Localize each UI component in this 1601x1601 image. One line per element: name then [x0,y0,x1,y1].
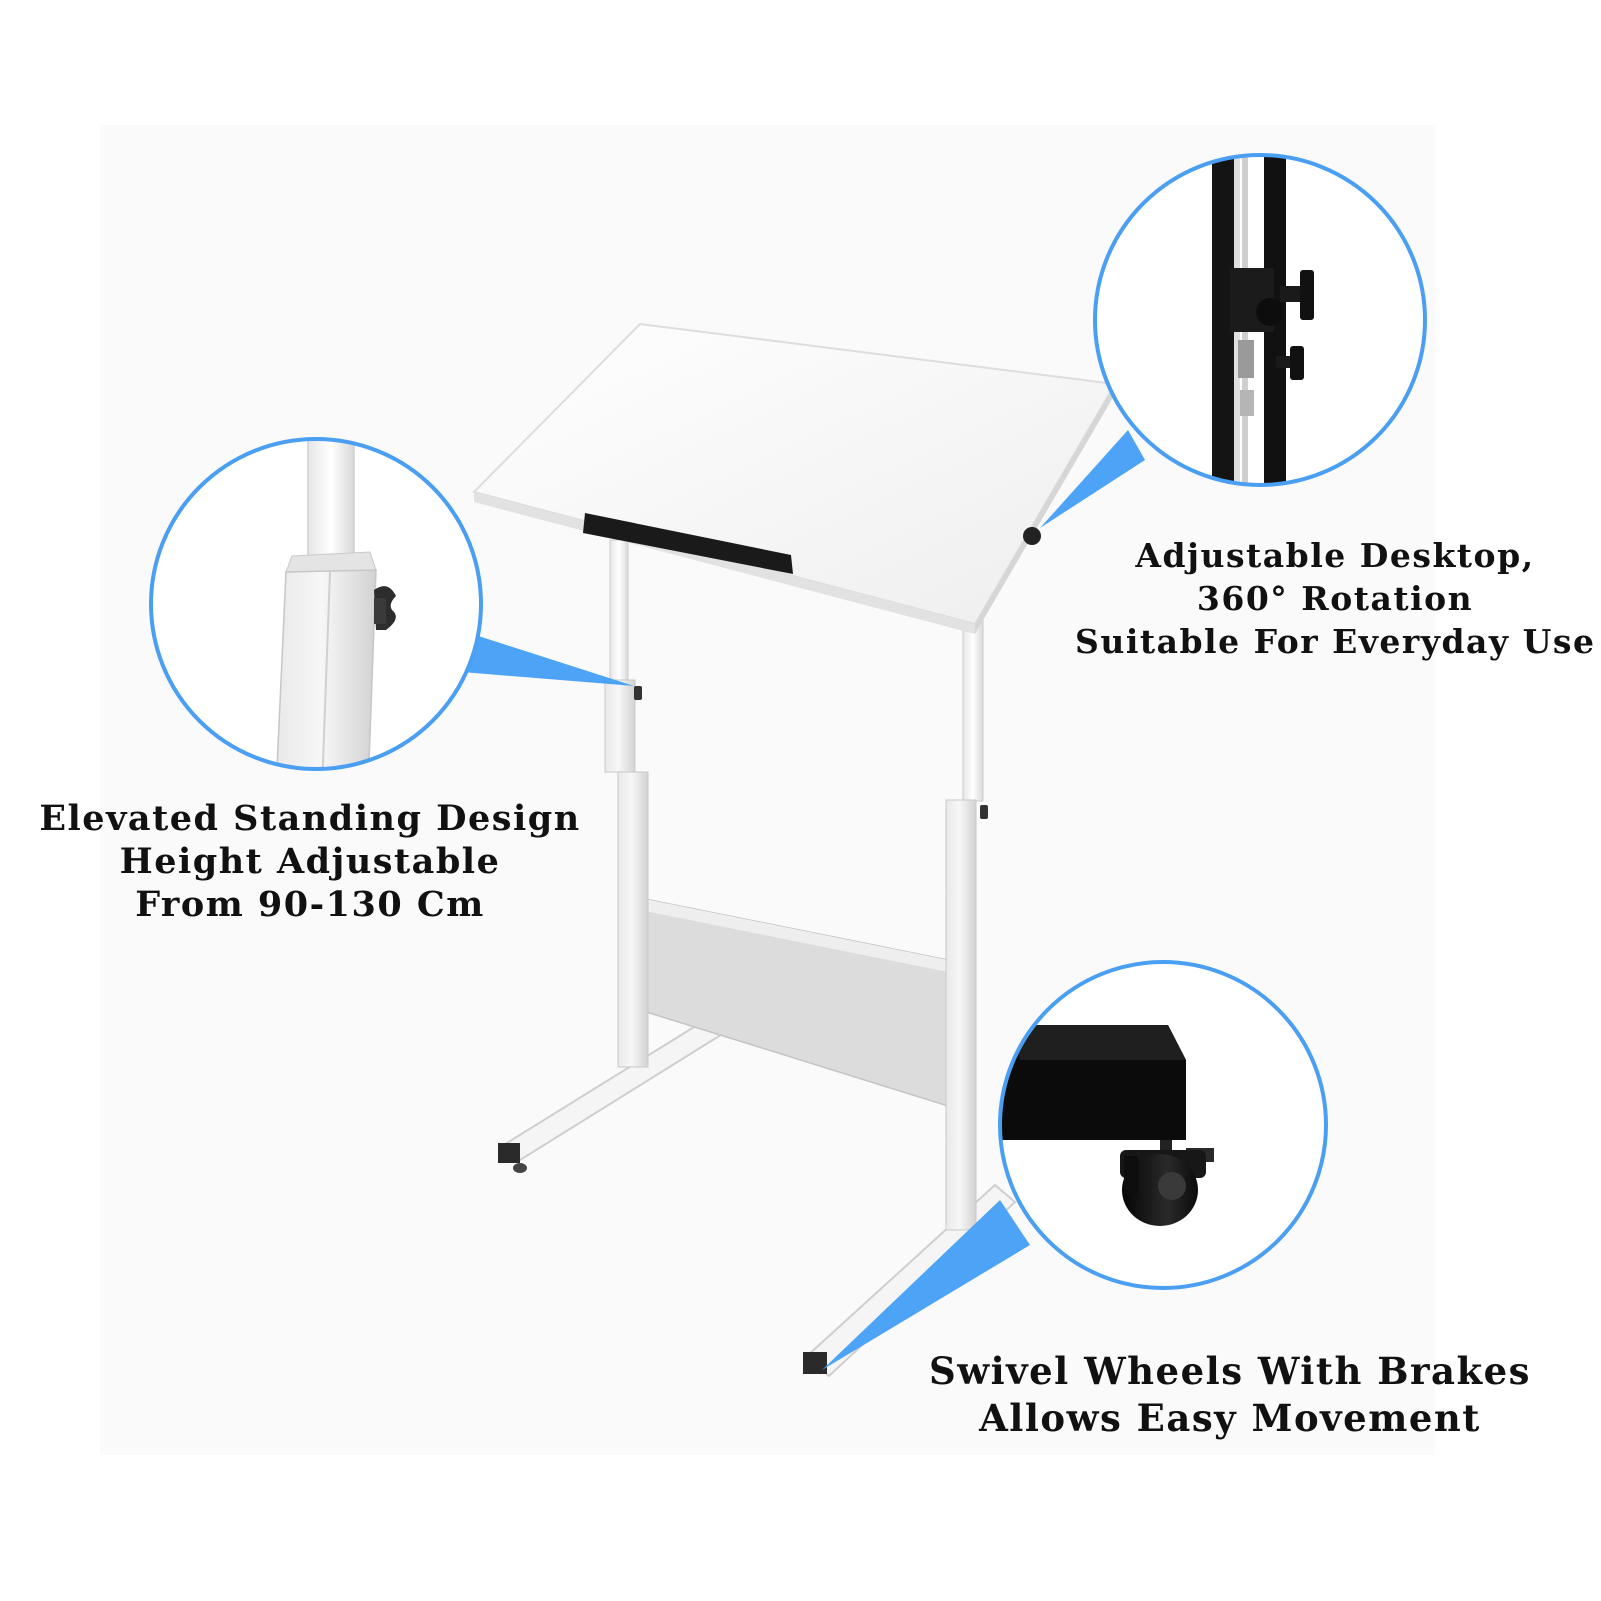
wheels-callout-pointer [822,1200,1030,1370]
right-height-knob-icon [980,805,988,819]
desktop-feature-caption: Adjustable Desktop, 360° Rotation Suitab… [1075,534,1595,663]
tilt-knob-icon [1023,527,1041,545]
wheels-caption-line-1: Swivel Wheels With Brakes [929,1349,1531,1393]
left-sleeve-upper [604,679,636,773]
height-callout-ring [149,437,483,771]
wheels-feature-caption: Swivel Wheels With Brakes Allows Easy Mo… [920,1348,1540,1442]
callout-desktop [1093,153,1427,487]
desktop-caption-line-3: Suitable For Everyday Use [1075,622,1596,661]
desktop-caption-line-2: 360° Rotation [1196,579,1474,618]
desktop-callout-pointer [1040,430,1145,528]
left-height-knob-icon [634,686,642,700]
height-feature-caption: Elevated Standing Design Height Adjustab… [30,797,590,926]
tabletop-side-edge [975,384,1115,634]
stopper-bar [583,513,793,574]
desktop-callout-ring [1093,153,1427,487]
telescopic-leg-closeup-icon [275,439,396,769]
right-foot-cap [803,1352,827,1374]
callout-height [149,437,483,771]
standing-desk-illustration [472,322,1117,1378]
height-callout-pointer [462,632,634,686]
tilt-hinge-closeup-icon [1212,155,1314,485]
height-caption-line-2: Height Adjustable [119,841,501,882]
crossbar-top-edge [640,898,948,972]
wheels-callout-ring [998,960,1328,1290]
left-inner-pole [609,539,629,681]
height-caption-line-3: From 90-130 Cm [135,884,485,925]
left-caster-icon [513,1163,527,1173]
wheels-caption-line-2: Allows Easy Movement [979,1396,1481,1440]
desktop-caption-line-1: Adjustable Desktop, [1135,536,1535,575]
left-foot-cap [498,1143,520,1163]
callout-wheels [998,960,1328,1290]
right-outer-tube [945,799,977,1231]
height-caption-line-1: Elevated Standing Design [39,798,581,839]
caster-wheel-closeup-icon [1000,1025,1214,1226]
left-outer-tube [617,771,649,1068]
